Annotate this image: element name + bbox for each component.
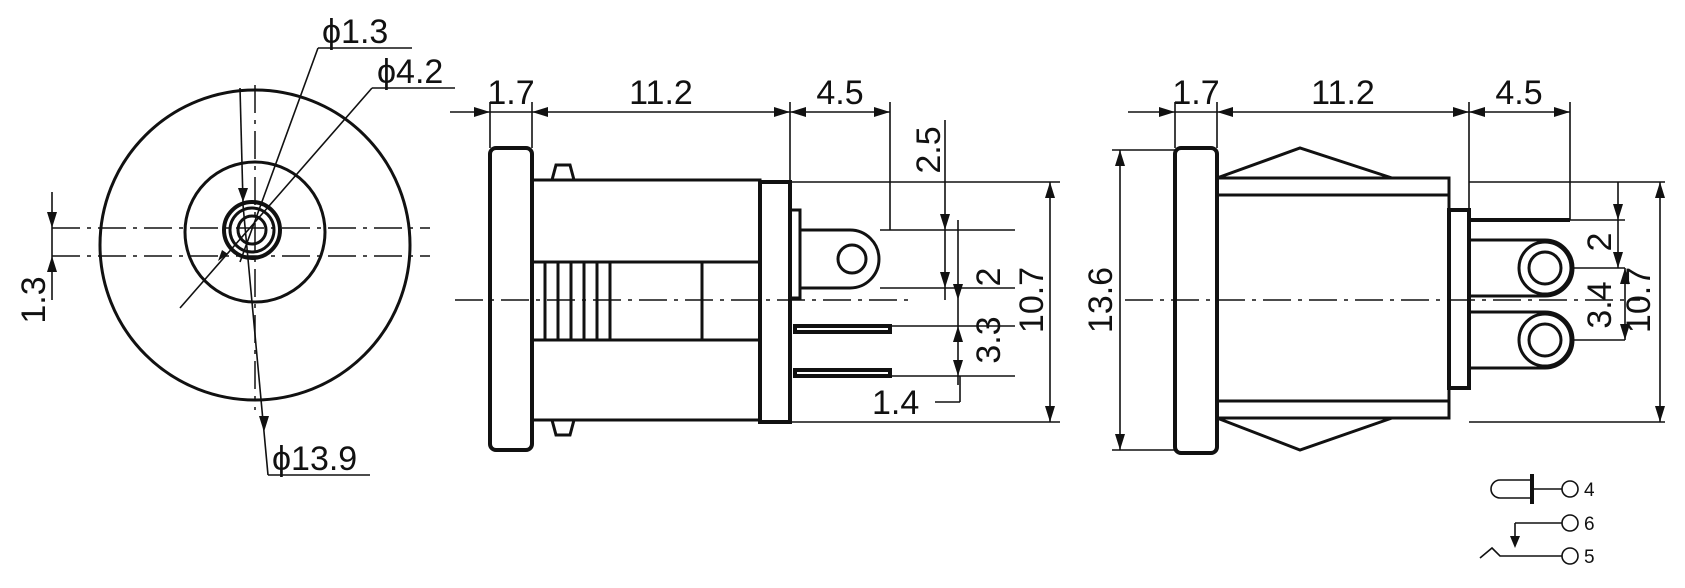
pin-circle — [236, 214, 268, 246]
side-flange — [488, 146, 534, 452]
arrow — [218, 250, 228, 261]
bottom-pad-1-hole — [1527, 250, 1563, 286]
side-solder-tab — [798, 228, 881, 290]
arrow — [940, 272, 950, 288]
dim-bore-diameter: ϕ4.2 — [377, 53, 443, 91]
side-ribs — [543, 262, 612, 340]
dim-body-diameter: ϕ13.9 — [272, 440, 357, 478]
side-latch-top — [550, 163, 576, 182]
bottom-body-inner — [1215, 193, 1451, 403]
arrow — [47, 256, 57, 272]
arrow — [1045, 406, 1055, 422]
arrow — [940, 214, 950, 230]
side-solder-hole — [836, 243, 868, 275]
dim-side-tab-spacing: 2 — [970, 268, 1008, 287]
bottom-body — [1215, 176, 1451, 420]
side-pin-2 — [793, 368, 892, 378]
arrow — [953, 284, 963, 300]
bottom-trapezoid-bottom — [1216, 416, 1393, 452]
dim-side-flange: 1.7 — [487, 74, 534, 112]
schematic-symbol: 4 6 5 — [1479, 474, 1595, 568]
dim-bottom-height: 10.7 — [1620, 267, 1658, 333]
arrow — [474, 107, 490, 117]
arrow — [1613, 204, 1623, 220]
schematic-pin-6-circle — [1561, 514, 1579, 532]
dim-bottom-pad-top: 2 — [1581, 233, 1619, 252]
schematic-pin-5-label: 5 — [1584, 547, 1595, 568]
flange-circle — [183, 160, 327, 304]
arrow — [1655, 182, 1665, 198]
arrow — [953, 326, 963, 342]
arrow — [238, 188, 248, 202]
schematic-plug — [1490, 479, 1533, 499]
leader-bore — [179, 87, 373, 309]
bottom-pad-2 — [1467, 310, 1575, 370]
arrow — [1159, 107, 1175, 117]
bottom-pad-1-ring — [1517, 240, 1573, 296]
side-rear-block — [758, 180, 792, 424]
arrow — [774, 107, 790, 117]
dim-side-terminals: 4.5 — [816, 74, 863, 112]
arrow — [1115, 150, 1125, 166]
dim-side-pin-spacing: 3.3 — [970, 316, 1008, 363]
dim-pin-offset: 1.3 — [15, 276, 53, 323]
bottom-pad-2-hole — [1527, 322, 1563, 358]
dim-side-height: 10.7 — [1013, 267, 1051, 333]
side-pin-1 — [793, 324, 892, 334]
bore-inner-circle — [228, 206, 276, 254]
bottom-rear-block — [1447, 208, 1471, 390]
dim-bottom-flange: 1.7 — [1172, 74, 1219, 112]
arrow — [259, 416, 269, 432]
schematic-switch-arrow — [1510, 536, 1520, 548]
arrow — [1469, 107, 1485, 117]
dim-bottom-terminals: 4.5 — [1495, 74, 1542, 112]
arrow — [953, 360, 963, 376]
arrow — [1554, 107, 1570, 117]
bottom-pad-2-ring — [1517, 312, 1573, 368]
arrow — [874, 107, 890, 117]
dim-bottom-pad-spacing: 3.4 — [1581, 281, 1619, 328]
side-view: 1.7 11.2 4.5 2.5 2 3.3 10.7 1.4 — [450, 74, 1060, 452]
schematic-pin-5-circle — [1561, 547, 1579, 565]
arrow — [532, 107, 548, 117]
leader-pin — [239, 47, 319, 263]
dim-side-pin-width: 1.4 — [872, 384, 919, 422]
arrow — [47, 212, 57, 228]
dim-side-body: 11.2 — [629, 74, 693, 112]
side-latch-bottom — [550, 418, 576, 437]
dim-side-tab-offset: 2.5 — [910, 126, 948, 173]
bottom-pad-1 — [1467, 238, 1575, 298]
arrow — [1655, 406, 1665, 422]
schematic-pin-4-label: 4 — [1584, 480, 1595, 501]
front-view: 1.3 ϕ1.3 ϕ4.2 ϕ13.9 — [15, 13, 455, 478]
arrow — [1217, 107, 1233, 117]
arrow — [1453, 107, 1469, 117]
arrow — [1115, 434, 1125, 450]
schematic-wire-5 — [1479, 546, 1562, 559]
arrow — [790, 107, 806, 117]
schematic-pin-6-label: 6 — [1584, 514, 1595, 535]
arrow — [1045, 182, 1055, 198]
dim-bottom-body: 11.2 — [1311, 74, 1375, 112]
bore-outer-circle — [222, 200, 282, 260]
pin-arrow-line — [239, 87, 244, 203]
bottom-view: 1.7 11.2 4.5 13.6 2 3.4 10.7 — [1082, 74, 1665, 455]
arrow — [1620, 268, 1630, 284]
schematic-pin-4-circle — [1561, 480, 1579, 498]
bottom-trapezoid-top — [1216, 146, 1393, 180]
dim-bottom-height-total: 13.6 — [1082, 267, 1120, 333]
arrow — [1613, 252, 1623, 268]
arrow — [1620, 324, 1630, 340]
dim-pin-diameter: ϕ1.3 — [322, 13, 388, 51]
